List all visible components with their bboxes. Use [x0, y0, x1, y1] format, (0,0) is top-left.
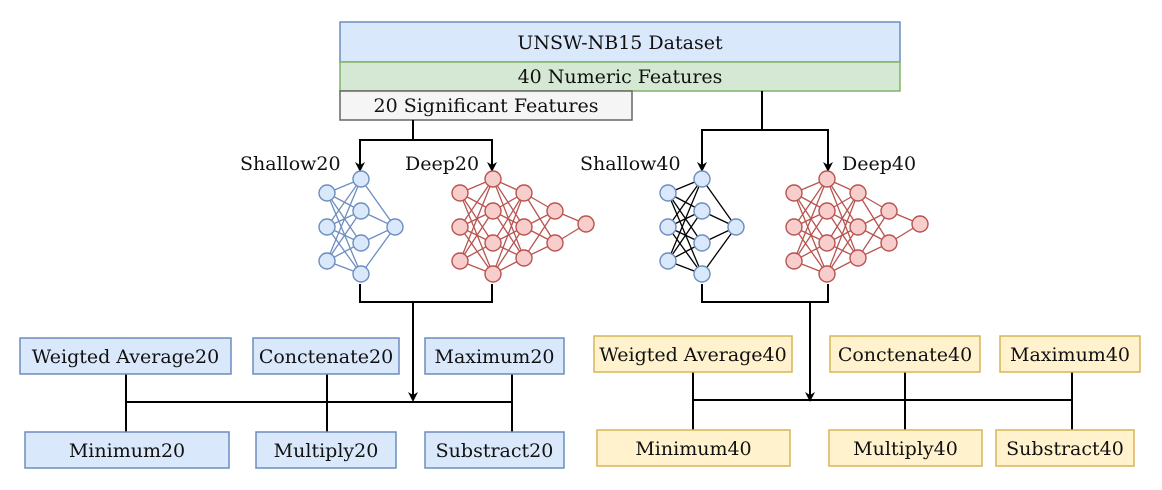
numeric-features-label: 40 Numeric Features: [518, 66, 723, 88]
network-node-icon: [515, 218, 533, 236]
network-node-icon: [352, 265, 370, 283]
significant-features-box: 20 Significant Features: [339, 90, 633, 121]
group20-top-concatenate: Conctenate20: [252, 337, 400, 375]
network-node-icon: [659, 218, 677, 236]
operation-label: Conctenate20: [259, 346, 393, 368]
group20-bottom-minimum: Minimum20: [24, 431, 230, 469]
network-node-icon: [451, 252, 469, 270]
group40-bottom-substract: Substract40: [995, 429, 1135, 467]
network-node-icon: [318, 252, 336, 270]
network-node-icon: [318, 184, 336, 202]
model-label-deep20: Deep20: [405, 153, 479, 175]
numeric-features-box: 40 Numeric Features: [339, 61, 901, 92]
network-node-icon: [818, 170, 836, 188]
dataset-label: UNSW-NB15 Dataset: [517, 32, 723, 54]
operation-label: Minimum40: [635, 438, 751, 460]
network-node-icon: [386, 218, 404, 236]
network-node-icon: [880, 234, 898, 252]
network-edges: [326, 178, 396, 275]
model-merge-connectors: [359, 284, 829, 402]
network-node-icon: [577, 215, 595, 233]
network-node-icon: [318, 218, 336, 236]
network-node-icon: [451, 218, 469, 236]
operation-label: Maximum20: [434, 346, 554, 368]
network-node-icon: [484, 234, 502, 252]
operation-label: Weigted Average40: [599, 344, 786, 366]
network-node-icon: [484, 202, 502, 220]
network-node-icon: [849, 249, 867, 267]
network-node-icon: [451, 184, 469, 202]
group40-top-concatenate: Conctenate40: [829, 335, 981, 373]
group40-top-weighted-average: Weigted Average40: [593, 335, 793, 373]
operation-label: Minimum20: [69, 440, 185, 462]
network-node-icon: [352, 234, 370, 252]
shallow-network-20-icon: [318, 170, 404, 283]
network-node-icon: [880, 202, 898, 220]
group20-top-maximum: Maximum20: [424, 337, 565, 375]
network-node-icon: [546, 202, 564, 220]
network-node-icon: [785, 218, 803, 236]
network-node-icon: [352, 202, 370, 220]
model-label-shallow40: Shallow40: [580, 153, 681, 175]
operation-label: Weigted Average20: [32, 346, 219, 368]
network-node-icon: [484, 265, 502, 283]
network-node-icon: [818, 265, 836, 283]
network-node-icon: [546, 234, 564, 252]
model-label-deep40: Deep40: [842, 153, 916, 175]
operation-label: Multiply40: [853, 438, 958, 460]
group40-top-maximum: Maximum40: [999, 335, 1141, 373]
feature-connectors: [355, 91, 833, 172]
network-node-icon: [785, 184, 803, 202]
network-node-icon: [515, 184, 533, 202]
group20-bottom-substract: Substract20: [424, 431, 565, 469]
deep-network-40-icon: [785, 170, 929, 283]
dataset-box: UNSW-NB15 Dataset: [339, 21, 901, 63]
network-edges: [667, 178, 737, 275]
network-node-icon: [849, 218, 867, 236]
network-node-icon: [849, 184, 867, 202]
network-node-icon: [693, 234, 711, 252]
network-node-icon: [727, 218, 745, 236]
network-node-icon: [659, 252, 677, 270]
deep-network-20-icon: [451, 170, 595, 283]
group20-top-weighted-average: Weigted Average20: [19, 337, 232, 375]
network-node-icon: [659, 184, 677, 202]
operation-label: Substract40: [1006, 438, 1124, 460]
significant-features-label: 20 Significant Features: [373, 95, 598, 117]
group40-bottom-minimum: Minimum40: [596, 429, 791, 467]
operation-label: Multiply20: [274, 440, 379, 462]
group20-bottom-multiply: Multiply20: [255, 431, 397, 469]
shallow-network-40-icon: [659, 170, 745, 283]
model-label-shallow20: Shallow20: [240, 153, 341, 175]
network-node-icon: [693, 170, 711, 188]
network-node-icon: [693, 202, 711, 220]
network-node-icon: [818, 234, 836, 252]
operation-label: Conctenate40: [838, 344, 972, 366]
network-node-icon: [911, 215, 929, 233]
network-node-icon: [484, 170, 502, 188]
group40-bus: [692, 372, 1073, 430]
network-node-icon: [818, 202, 836, 220]
network-node-icon: [693, 265, 711, 283]
group40-bottom-multiply: Multiply40: [828, 429, 983, 467]
network-node-icon: [785, 252, 803, 270]
group20-bus: [125, 374, 513, 432]
network-node-icon: [515, 249, 533, 267]
network-node-icon: [352, 170, 370, 188]
operation-label: Maximum40: [1010, 344, 1130, 366]
operation-label: Substract20: [436, 440, 554, 462]
